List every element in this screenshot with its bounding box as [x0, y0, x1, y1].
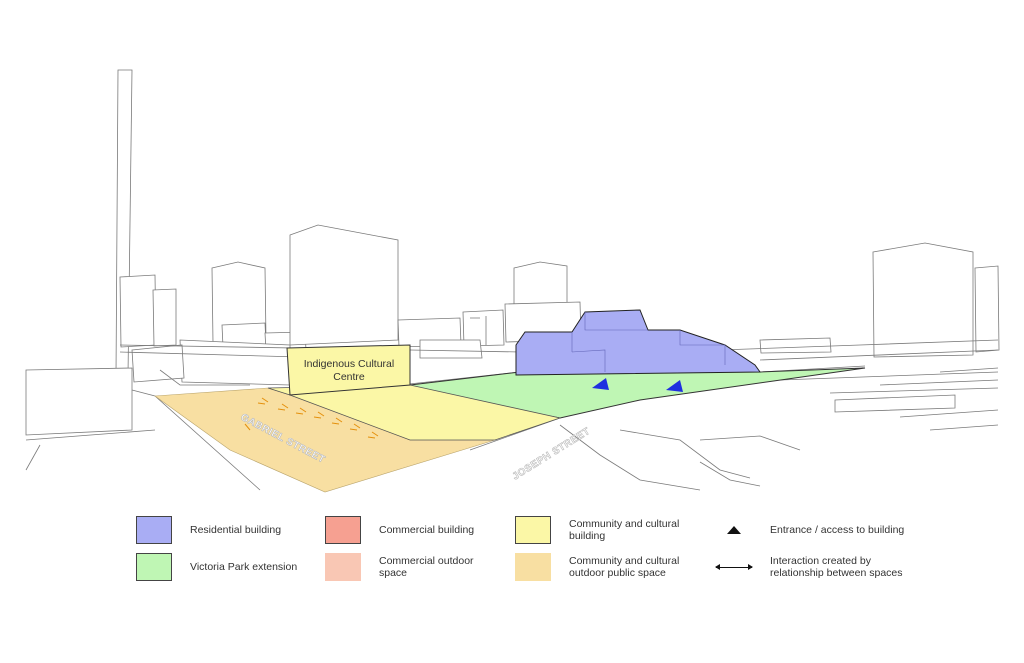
legend-residential: Residential building — [136, 516, 340, 544]
legend-label: Commercial building — [379, 524, 475, 536]
interaction-arrows — [244, 397, 379, 439]
legend-commercial: Commercial building — [325, 516, 529, 544]
legend-label: Victoria Park extension — [190, 561, 298, 573]
double-arrow-icon — [715, 553, 753, 581]
legend-label: Commercial outdoor space — [379, 555, 474, 579]
context-buildings — [25, 69, 1000, 436]
legend-label: Interaction created by relationship betw… — [770, 555, 903, 579]
building-label-line-1: Indigenous Cultural — [304, 358, 394, 370]
site-diagram: Indigenous Cultural Centre GABRIEL STREE… — [25, 69, 1000, 493]
legend-label: Community and cultural building — [569, 518, 680, 542]
residential-building — [515, 309, 761, 376]
legend-swatch-residential — [136, 516, 172, 544]
legend-swatch-commercial-outdoor — [325, 553, 361, 581]
legend-interaction: Interaction created by relationship betw… — [715, 553, 920, 581]
legend-swatch-park — [136, 553, 172, 581]
building-label-line-2: Centre — [333, 371, 365, 383]
legend-label: Residential building — [190, 524, 282, 536]
legend-entrance: Entrance / access to building — [716, 516, 940, 544]
entrance-icon — [716, 516, 752, 544]
legend-swatch-community-outdoor — [515, 553, 551, 581]
legend-swatch-community — [515, 516, 551, 544]
legend-community-outdoor: Community and cultural outdoor public sp… — [515, 553, 694, 581]
legend-community: Community and cultural building — [515, 516, 689, 544]
entrance-markers — [592, 378, 683, 392]
legend-park: Victoria Park extension — [136, 553, 340, 581]
legend-swatch-commercial — [325, 516, 361, 544]
joseph-street-label: JOSEPH STREET — [511, 426, 593, 483]
entrance-triangle — [666, 380, 683, 392]
legend-commercial-outdoor: Commercial outdoor space — [325, 553, 489, 581]
indigenous-cultural-centre — [286, 344, 411, 396]
entrance-triangle — [592, 378, 609, 390]
legend-label: Community and cultural outdoor public sp… — [569, 555, 680, 579]
legend-label: Entrance / access to building — [770, 524, 905, 536]
